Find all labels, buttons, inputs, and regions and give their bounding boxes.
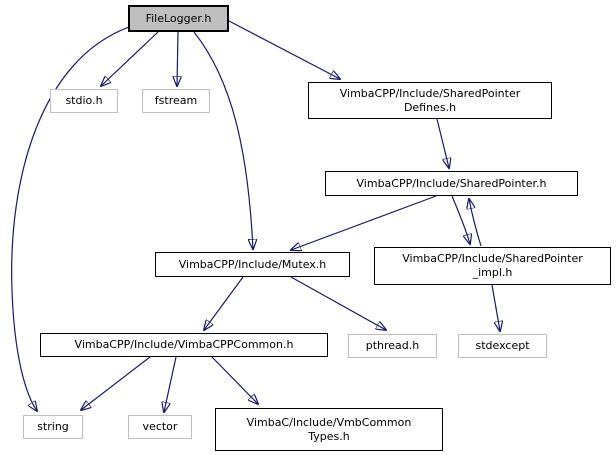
node-vector[interactable]: vector [128,415,192,439]
node-mutex[interactable]: VimbaCPP/Include/Mutex.h [155,252,350,277]
edge-filelogger-spdefines [228,20,340,79]
edge-mutex-pthread [290,276,386,330]
node-sharedpointer[interactable]: VimbaCPP/Include/SharedPointer.h [325,171,578,196]
node-pthread[interactable]: pthread.h [348,334,437,358]
edge-common-string [81,356,151,410]
edge-filelogger-stdio [101,31,159,86]
edge-sharedpointer-spimpl [451,195,470,244]
edge-filelogger-string [11,26,130,411]
node-filelogger[interactable]: FileLogger.h [128,5,229,32]
node-vmbcommontypes[interactable]: VimbaC/Include/VmbCommon Types.h [215,408,443,451]
edge-common-vmbtypes [211,356,258,404]
edge-mutex-common [204,276,244,330]
edge-filelogger-mutex [193,31,253,249]
node-stdio[interactable]: stdio.h [50,89,118,113]
edge-common-vector [164,356,177,412]
node-sharedpointer-impl[interactable]: VimbaCPP/Include/SharedPointer _impl.h [374,247,611,285]
node-string[interactable]: string [23,415,83,439]
node-fstream[interactable]: fstream [142,89,210,113]
edge-sharedpointer-mutex [291,195,437,250]
node-vimbacppcommon[interactable]: VimbaCPP/Include/VimbaCPPCommon.h [40,333,328,357]
edge-spdefines-sharedpointer [436,118,449,168]
edge-spimpl-stdexcept [491,284,500,331]
edge-filelogger-fstream [177,31,178,86]
edge-spimpl-sharedpointer [469,199,482,247]
node-sharedpointerdefines[interactable]: VimbaCPP/Include/SharedPointer Defines.h [308,82,552,119]
node-stdexcept[interactable]: stdexcept [458,334,547,358]
